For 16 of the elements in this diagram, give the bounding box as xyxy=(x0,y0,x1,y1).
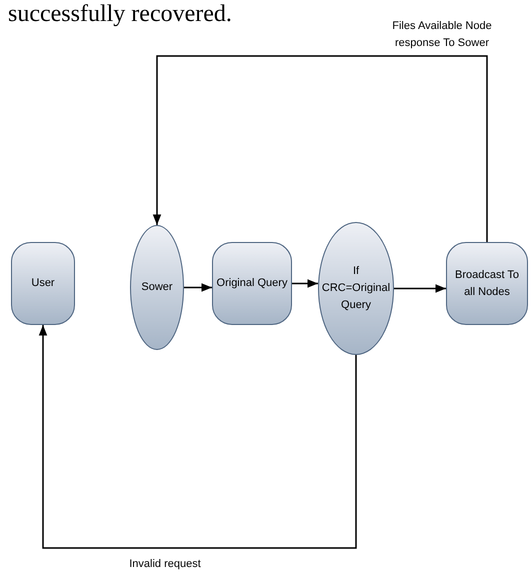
node-label: Broadcast To all Nodes xyxy=(454,268,520,300)
arrow xyxy=(292,279,318,288)
node-label: Original Query xyxy=(216,276,288,291)
arrow xyxy=(38,325,357,549)
edge-label: Invalid request xyxy=(128,557,202,572)
node-label: Sower xyxy=(140,280,174,295)
node-label: User xyxy=(30,276,56,291)
process-box xyxy=(446,242,528,325)
process-box xyxy=(212,242,292,325)
heading-text: successfully recovered. xyxy=(8,0,232,28)
node-label: If CRC=Original Query xyxy=(320,264,392,313)
arrow xyxy=(394,284,446,293)
edge-label: Files Available Node response To Sower xyxy=(391,19,493,51)
arrow xyxy=(152,55,488,242)
process-box xyxy=(11,242,75,325)
arrow xyxy=(184,283,212,292)
